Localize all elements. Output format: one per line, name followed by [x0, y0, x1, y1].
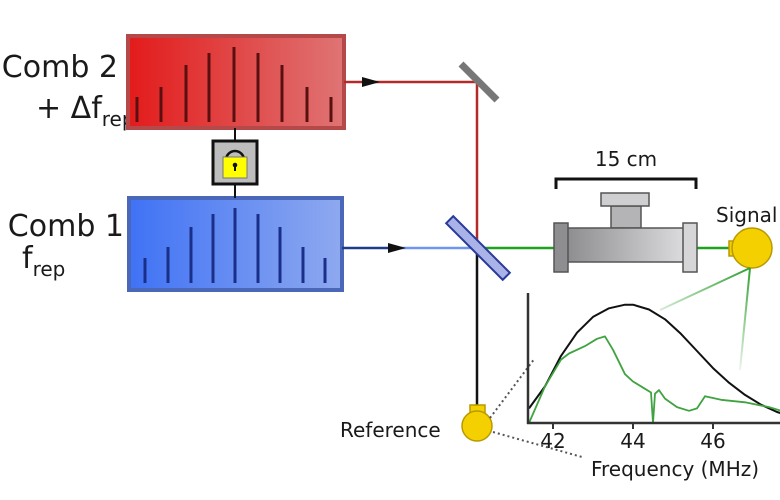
arrow-icon	[388, 243, 406, 253]
spectrum-line-2	[528, 335, 780, 424]
comb2-frequency: + Δfrep	[36, 91, 135, 131]
padlock-icon	[211, 139, 259, 186]
arrow-icon	[362, 77, 380, 87]
comb1-beam	[342, 243, 477, 253]
reference-label: Reference	[340, 418, 441, 442]
comb2-label: R Comb 2	[0, 50, 118, 85]
comb1-label: R Comb 1	[0, 209, 124, 244]
mirror	[458, 61, 500, 103]
spectrum-line-1	[528, 303, 780, 414]
x-axis-label: Frequency (MHz)	[591, 457, 759, 481]
spectrum-plot: 42 44 46 Frequency (MHz)	[526, 293, 780, 481]
x-tick-label: 42	[540, 429, 565, 453]
cell-length-label: 15 cm	[595, 147, 657, 171]
comb2-beam	[344, 77, 479, 248]
x-tick-label: 46	[700, 429, 725, 453]
comb1-box	[127, 196, 344, 292]
comb1-frequency: frep	[22, 241, 65, 281]
length-bracket	[554, 177, 698, 189]
signal-label: Signal	[716, 203, 777, 227]
comb2-box	[126, 34, 346, 130]
gas-cell: 15 cm	[553, 147, 698, 273]
signal-detector	[728, 227, 773, 269]
x-tick-label: 44	[620, 429, 645, 453]
beamsplitter	[444, 214, 512, 282]
reference-detector	[461, 404, 493, 442]
